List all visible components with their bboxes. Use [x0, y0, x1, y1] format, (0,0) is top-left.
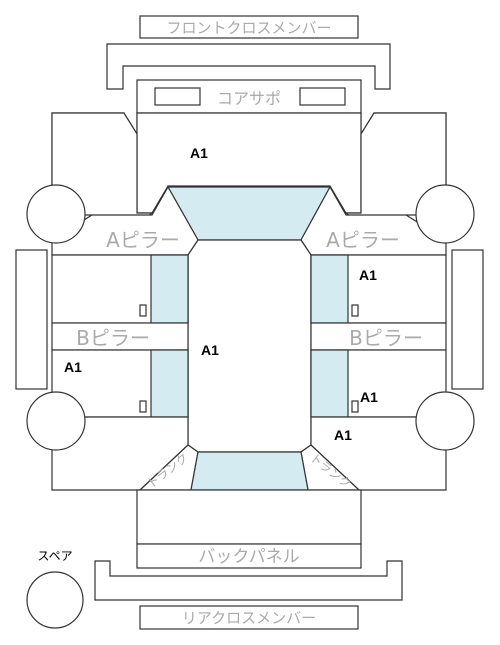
rear-cross-member-box — [139, 605, 359, 630]
left-front-window — [150, 254, 189, 324]
grade-left-rear-door: A1 — [64, 359, 82, 375]
left-front-wheel — [26, 184, 86, 244]
right-front-wheel — [415, 184, 475, 244]
grade-center: A1 — [201, 342, 219, 358]
left-side-skirt — [15, 249, 48, 390]
left-rear-wheel — [26, 391, 86, 451]
left-headlight — [154, 87, 201, 106]
back-panel-box — [136, 543, 362, 569]
front-cross-member-label: フロントクロスメンバー — [166, 19, 331, 37]
left-a-pillar-label: Aピラー — [106, 228, 180, 252]
front-cross-member-box — [139, 15, 359, 39]
front-bumper-bracket — [106, 43, 391, 90]
left-b-pillar — [51, 322, 189, 351]
left-front-door-handle — [139, 304, 147, 317]
grade-front: A1 — [190, 145, 208, 161]
right-front-window — [310, 254, 349, 324]
left-b-pillar-label: Bピラー — [76, 326, 150, 350]
trunk-lid — [136, 489, 362, 545]
right-rear-wheel — [415, 391, 475, 451]
right-rear-door-handle — [351, 400, 359, 413]
left-rear-door-handle — [139, 400, 147, 413]
spare-label: スペア — [37, 549, 72, 563]
right-headlight — [299, 87, 346, 106]
rear-window — [190, 451, 309, 491]
core-support-label: コアサポ — [217, 89, 281, 108]
back-panel-label: バックパネル — [198, 547, 299, 567]
right-side-skirt — [451, 249, 484, 390]
spare-tire — [26, 571, 84, 629]
rear-bumper-bracket — [94, 560, 403, 601]
rear-cross-member-label: リアクロスメンバー — [182, 609, 316, 627]
right-front-door-handle — [351, 304, 359, 317]
right-b-pillar-label: Bピラー — [349, 326, 423, 350]
grade-right-rear-quarter: A1 — [334, 427, 352, 443]
right-rear-window — [310, 349, 349, 418]
right-a-pillar-label: Aピラー — [326, 228, 400, 252]
grade-right-front-door: A1 — [359, 267, 377, 283]
left-rear-window — [150, 349, 189, 418]
grade-right-rear-door: A1 — [360, 389, 378, 405]
